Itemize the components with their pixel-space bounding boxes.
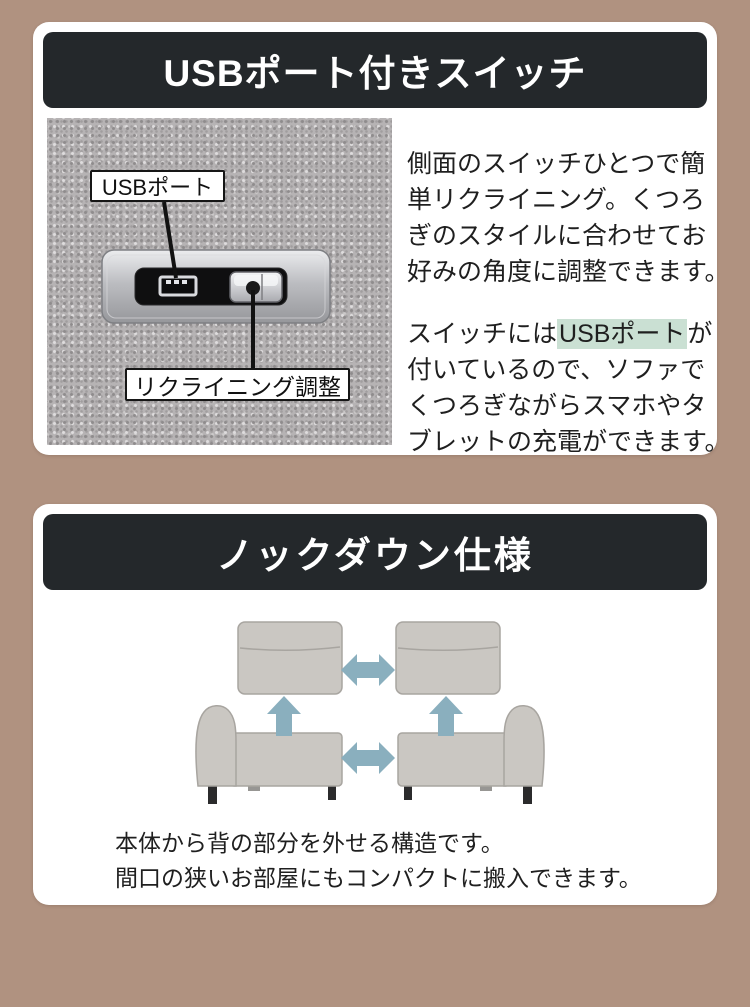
up-arrow-icon: [429, 696, 463, 736]
paragraph-line: スイッチにはUSBポートが: [407, 316, 727, 352]
knockdown-section-card: ノックダウン仕様: [33, 504, 717, 905]
horizontal-arrow-icon: [341, 742, 395, 774]
caption-line: 本体から背の部分を外せる構造です。: [115, 830, 504, 856]
paragraph-text: が: [687, 320, 713, 348]
usb-port-icon: [158, 275, 198, 297]
caption-line: 間口の狭いお部屋にもコンパクトに搬入できます。: [115, 865, 642, 891]
right-backrest: [395, 621, 501, 695]
up-arrow-icon: [267, 696, 301, 736]
horizontal-arrow-icon: [341, 654, 395, 686]
paragraph-line: 好みの角度に調整できます。: [407, 258, 730, 286]
paragraph-line: ぎのスタイルに合わせてお: [407, 222, 707, 250]
usb-pointer-line: [162, 201, 178, 279]
paragraph-line: 側面のスイッチひとつで簡: [407, 150, 706, 178]
paragraph-line: くつろぎながらスマホやタ: [407, 392, 707, 420]
rocker-highlight: [234, 275, 278, 286]
paragraph-text: スイッチには: [407, 320, 558, 348]
knockdown-section-title-banner: ノックダウン仕様: [43, 514, 707, 590]
usb-section-title: USBポート付きスイッチ: [163, 53, 587, 94]
usb-section-title-banner: USBポート付きスイッチ: [43, 32, 707, 108]
paragraph-line: 単リクライニング。くつろ: [407, 186, 706, 214]
usb-pin: [166, 280, 171, 284]
usb-port-label: USBポート: [90, 170, 225, 202]
left-backrest: [237, 621, 343, 695]
switch-plate-bevel: [106, 254, 326, 319]
usb-pin: [174, 280, 179, 284]
switch-panel-graphic: [101, 201, 331, 370]
usb-pin: [182, 280, 187, 284]
knockdown-sofa-diagram: [195, 621, 545, 804]
usb-description-paragraph-2: スイッチにはUSBポートが 付いているので、ソファで くつろぎながらスマホやタ …: [407, 316, 730, 460]
knockdown-caption: 本体から背の部分を外せる構造です。 間口の狭いお部屋にもコンパクトに搬入できます…: [115, 826, 642, 896]
knockdown-section-title: ノックダウン仕様: [216, 535, 534, 576]
usb-port-highlight: USBポート: [557, 319, 688, 349]
recline-adjust-label: リクライニング調整: [125, 368, 350, 401]
usb-switch-section-card: USBポート付きスイッチ: [33, 22, 730, 456]
switch-closeup-photo: USBポート リクライニング調整: [47, 118, 392, 445]
right-seat-base: [397, 705, 545, 804]
paragraph-line: ブレットの充電ができます。: [407, 428, 730, 456]
left-seat-base: [195, 705, 343, 804]
paragraph-line: 付いているので、ソファで: [407, 356, 706, 384]
usb-description-paragraph-1: 側面のスイッチひとつで簡 単リクライニング。くつろ ぎのスタイルに合わせてお 好…: [407, 146, 730, 290]
rocker-pointer-dot: [246, 281, 260, 295]
